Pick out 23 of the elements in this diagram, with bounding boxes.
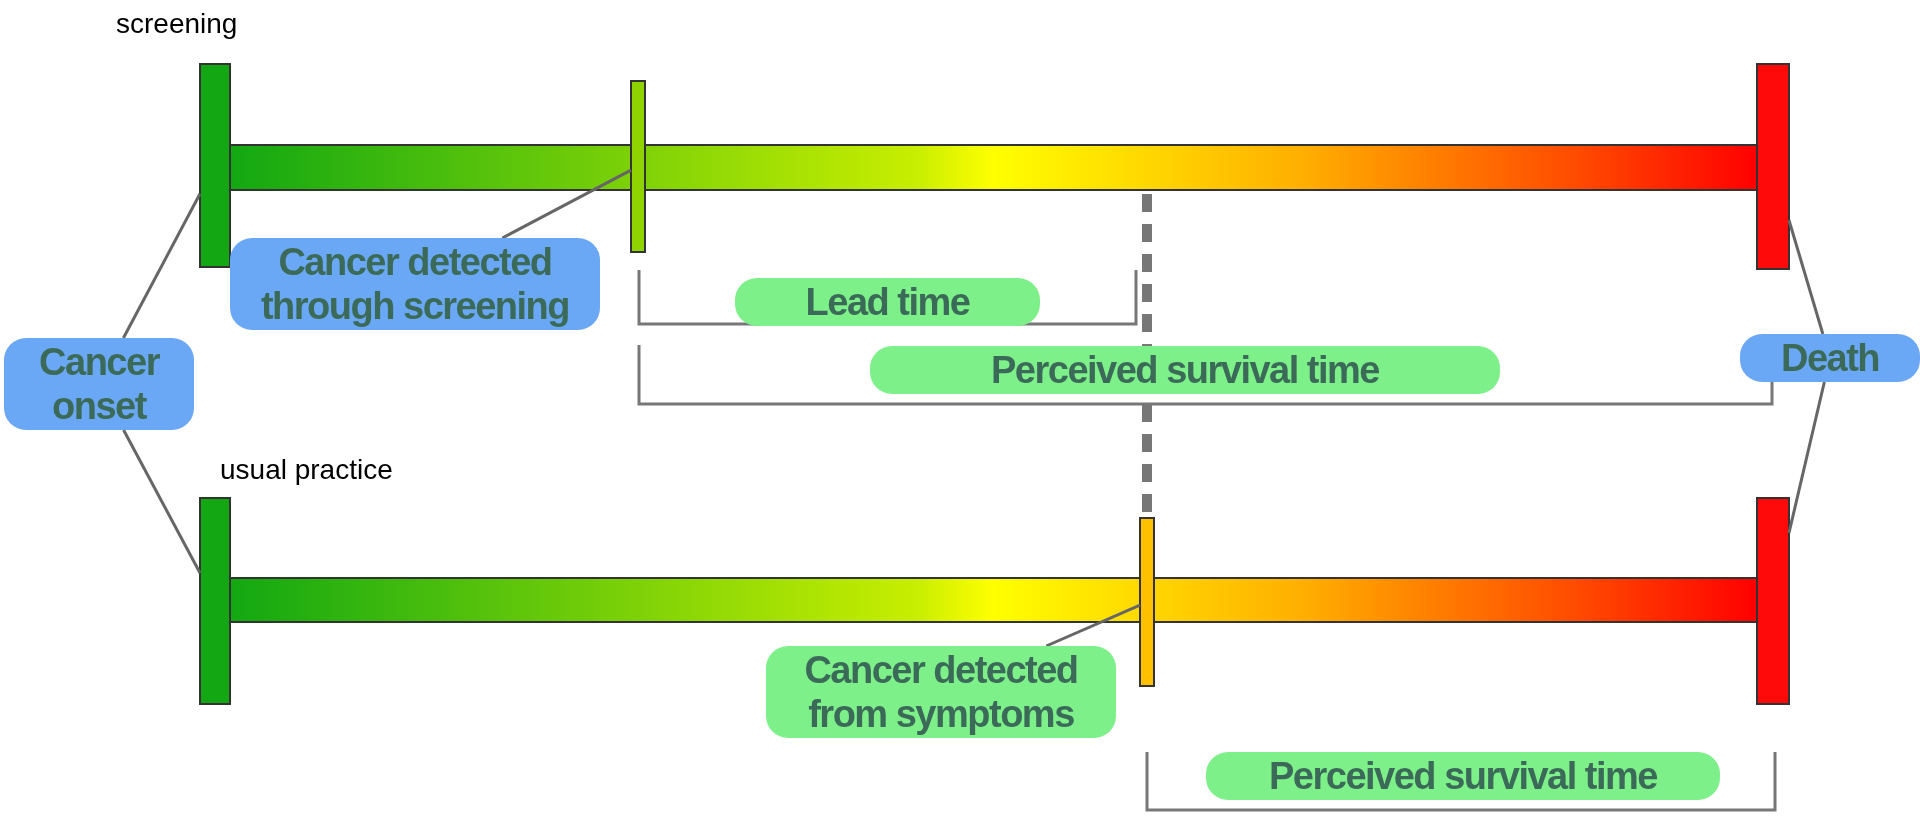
- annotation-label: Death: [1740, 334, 1920, 382]
- leader-line: [1045, 603, 1141, 648]
- timeline-title: usual practice: [220, 454, 393, 486]
- leader-line: [1787, 219, 1825, 335]
- detection-marker: [630, 80, 646, 253]
- leader-line: [1787, 381, 1826, 534]
- interval-label: Perceived survival time: [1206, 752, 1720, 800]
- timeline-title: screening: [116, 8, 238, 40]
- annotation-label: Cancer onset: [4, 338, 194, 430]
- interval-label: Perceived survival time: [870, 346, 1500, 394]
- leader-line: [501, 168, 632, 240]
- annotation-label: Cancer detected from symptoms: [766, 646, 1116, 738]
- annotation-label: Cancer detected through screening: [230, 238, 600, 330]
- interval-label: Lead time: [735, 278, 1040, 326]
- leader-line: [122, 193, 202, 339]
- timeline-bar: [229, 144, 1758, 191]
- detection-marker: [1139, 517, 1155, 687]
- death-marker: [1756, 63, 1790, 270]
- onset-marker: [199, 497, 231, 705]
- leader-line: [122, 429, 202, 574]
- timeline-bar: [229, 577, 1758, 623]
- onset-marker: [199, 63, 231, 268]
- death-marker: [1756, 497, 1790, 705]
